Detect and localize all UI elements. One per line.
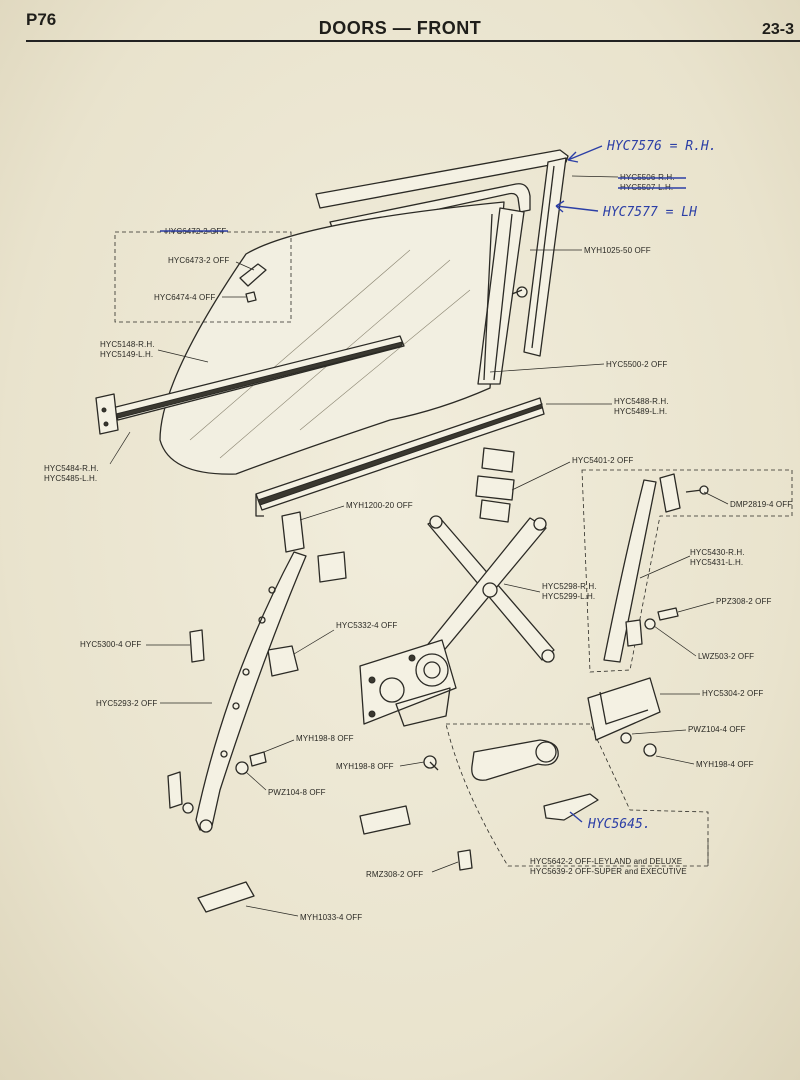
label-myh198-b: MYH198-8 OFF [336, 762, 394, 771]
clip-myh1200 [281, 511, 305, 553]
label-lwz503: LWZ503-2 OFF [698, 652, 754, 661]
crossed-out-label-clip: HYC6472-2 OFF [160, 227, 228, 236]
outer-waist-seal [255, 397, 545, 517]
clip-stack-hyc5401 [475, 447, 515, 523]
label-myh1033: MYH1033-4 OFF [300, 913, 362, 922]
label-hyc5293: HYC5293-2 OFF [96, 699, 157, 708]
page-title: DOORS — FRONT [318, 18, 482, 38]
label-myh198-a: MYH198-8 OFF [296, 734, 354, 743]
washer-lwz503 [644, 618, 656, 630]
pad-myh1033 [197, 881, 255, 913]
label-hyc5430: HYC5430-R.H. [690, 548, 745, 557]
window-regulator [359, 515, 555, 727]
rear-channel-detail-box [581, 469, 793, 673]
label-hyc5149: HYC5149-L.H. [100, 350, 153, 359]
header-rule [26, 40, 800, 42]
label-hyc5298: HYC5298-R.H. [542, 582, 597, 591]
clip-hyc5332 [267, 645, 299, 677]
label-hyc5299: HYC5299-L.H. [542, 592, 595, 601]
label-hyc5304: HYC5304-2 OFF [702, 689, 763, 698]
label-hyc5148: HYC5148-R.H. [100, 340, 155, 349]
handwritten-arrow-lh [555, 200, 599, 213]
bracket-hyc5304 [587, 677, 661, 741]
handwritten-tick [569, 811, 583, 823]
section-number: 23-3 [761, 21, 794, 38]
label-hyc6473: HYC6473-2 OFF [168, 256, 229, 265]
label-dmp2819: DMP2819-4 OFF [730, 500, 792, 509]
label-pwz104-a: PWZ104-4 OFF [688, 725, 746, 734]
page-number: P76 [26, 10, 57, 29]
inner-waist-seal [95, 335, 405, 435]
winder-handle-detail-box [445, 723, 709, 867]
window-winder-handle [471, 739, 599, 821]
screw-myh198 [643, 743, 657, 757]
label-hyc5485: HYC5485-L.H. [44, 474, 97, 483]
label-hyc5642: HYC5642-2 OFF-LEYLAND and DELUXE [530, 857, 682, 866]
handwritten-arrow-rh [567, 145, 603, 163]
handwritten-lh-note: HYC7577 = LH [602, 205, 697, 220]
leader-lines [109, 249, 729, 917]
label-hyc5639: HYC5639-2 OFF-SUPER and EXECUTIVE [530, 867, 687, 876]
label-hyc5431: HYC5431-L.H. [690, 558, 743, 567]
label-pwz104-b: PWZ104-8 OFF [268, 788, 326, 797]
rear-glass-channel [477, 207, 528, 385]
label-hyc5332: HYC5332-4 OFF [336, 621, 397, 630]
handwritten-bottom-note: HYC5645. [587, 817, 651, 832]
rear-run-channel [603, 473, 709, 663]
crossed-out-label-top: HYC5506-R.H. HYC5507-L.H. [571, 173, 686, 192]
pad-myh198 [359, 805, 411, 835]
label-ppz308: PPZ308-2 OFF [716, 597, 771, 606]
part-labels: HYC6473-2 OFF HYC6474-4 OFF HYC5148-R.H.… [44, 246, 792, 922]
clip-hyc5300 [189, 629, 205, 663]
label-hyc5500: HYC5500-2 OFF [606, 360, 667, 369]
clip-part-hyc6474 [245, 291, 257, 303]
label-hyc5489: HYC5489-L.H. [614, 407, 667, 416]
label-hyc6474: HYC6474-4 OFF [154, 293, 215, 302]
label-hyc5484: HYC5484-R.H. [44, 464, 99, 473]
small-fasteners [235, 751, 473, 871]
clip-part-hyc6473 [239, 263, 267, 287]
front-run-channel [167, 551, 307, 833]
label-myh1200: MYH1200-20 OFF [346, 501, 413, 510]
label-myh1025: MYH1025-50 OFF [584, 246, 651, 255]
screw-ppz308 [657, 607, 679, 621]
washer-pwz104 [620, 732, 632, 744]
label-hyc5300: HYC5300-4 OFF [80, 640, 141, 649]
handwritten-rh-note: HYC7576 = R.H. [606, 139, 717, 154]
clip-detail-box [114, 231, 292, 323]
label-myh198-c: MYH198-4 OFF [696, 760, 754, 769]
label-hyc5401: HYC5401-2 OFF [572, 456, 633, 465]
label-rmz308: RMZ308-2 OFF [366, 870, 423, 879]
clip-upper [317, 551, 347, 583]
label-hyc5488: HYC5488-R.H. [614, 397, 669, 406]
door-glass [159, 201, 505, 475]
